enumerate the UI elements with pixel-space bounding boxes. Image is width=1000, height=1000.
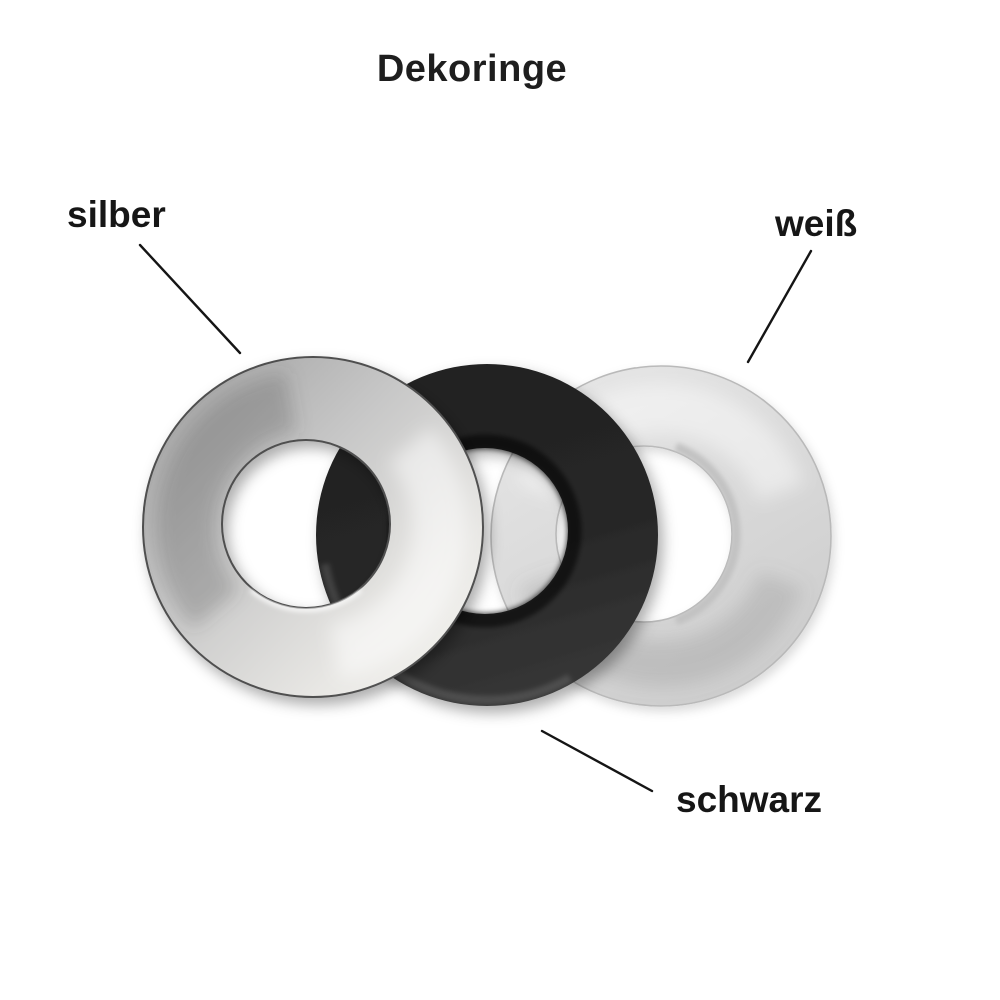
figure-title: Dekoringe [376,48,568,90]
callout-line-schwarz [540,729,654,793]
label-silber: silber [67,194,166,235]
silver-ring [141,356,485,698]
callout-line-silber [138,243,242,355]
label-weiss: weiß [775,203,858,244]
silver-ring-inner-rim-light [249,588,363,612]
silver-ring-sheen [329,427,468,680]
silver-ring-dark-sheen [156,372,298,629]
callout-lines [138,243,813,793]
label-schwarz: schwarz [676,779,823,820]
callout-line-weiss [746,249,813,364]
white-ring-inner-bevel [674,442,741,626]
